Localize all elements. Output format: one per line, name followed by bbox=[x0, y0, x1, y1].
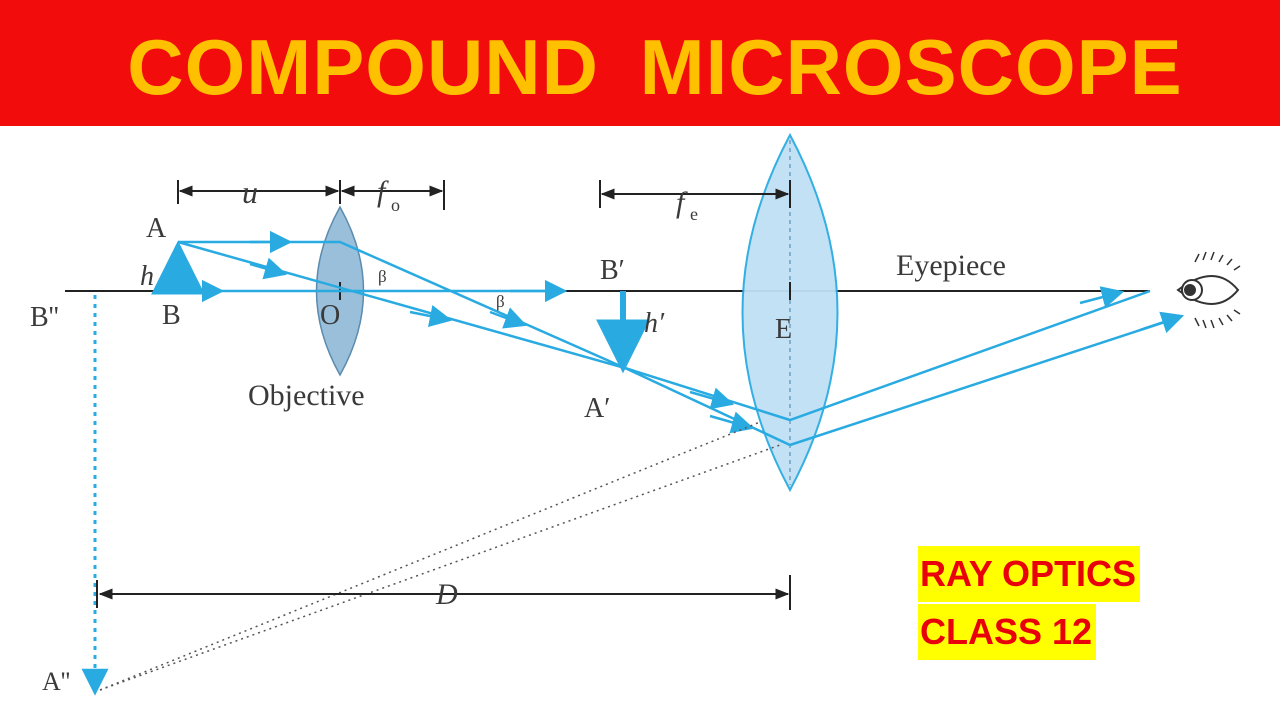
ray-arrow bbox=[249, 257, 288, 280]
label-h: h bbox=[140, 261, 154, 292]
ray-arrow bbox=[1139, 311, 1185, 334]
ray-arrow bbox=[409, 304, 453, 328]
label-b-prime: B′ bbox=[600, 255, 625, 286]
virtual-ray-1 bbox=[99, 421, 761, 691]
label-beta-image: β bbox=[496, 292, 505, 311]
label-u: u bbox=[242, 174, 258, 210]
label-fe: f bbox=[676, 186, 688, 219]
ray-through-center bbox=[177, 240, 1181, 447]
label-h-prime: h′ bbox=[644, 308, 665, 339]
label-e: E bbox=[775, 314, 792, 345]
eye-icon bbox=[1176, 251, 1241, 329]
class-tag: CLASS 12 bbox=[918, 604, 1097, 660]
ray-arrow bbox=[1079, 286, 1125, 309]
ray-arrow bbox=[489, 307, 528, 329]
title-banner: COMPOUND MICROSCOPE bbox=[0, 0, 1280, 126]
virtual-ray-2 bbox=[99, 444, 781, 691]
label-fe-subscript: e bbox=[690, 204, 698, 224]
topic-tag: RAY OPTICS bbox=[918, 546, 1141, 602]
label-eyepiece: Eyepiece bbox=[896, 249, 1006, 282]
label-b-double-prime: B'' bbox=[30, 302, 59, 333]
ray-arrow bbox=[709, 411, 755, 434]
label-a-double-prime: A'' bbox=[42, 667, 70, 696]
label-d: D bbox=[435, 578, 458, 611]
label-a: A bbox=[146, 213, 167, 244]
label-objective: Objective bbox=[248, 379, 365, 412]
label-beta-objective: β bbox=[378, 267, 387, 286]
eyepiece-lens bbox=[741, 132, 839, 493]
label-a-prime: A′ bbox=[584, 393, 610, 424]
label-fo-subscript: o bbox=[391, 195, 400, 215]
ray-arrow bbox=[689, 387, 735, 410]
label-o: O bbox=[320, 300, 340, 331]
page-title: COMPOUND MICROSCOPE bbox=[127, 23, 1183, 111]
label-b: B bbox=[162, 300, 181, 331]
